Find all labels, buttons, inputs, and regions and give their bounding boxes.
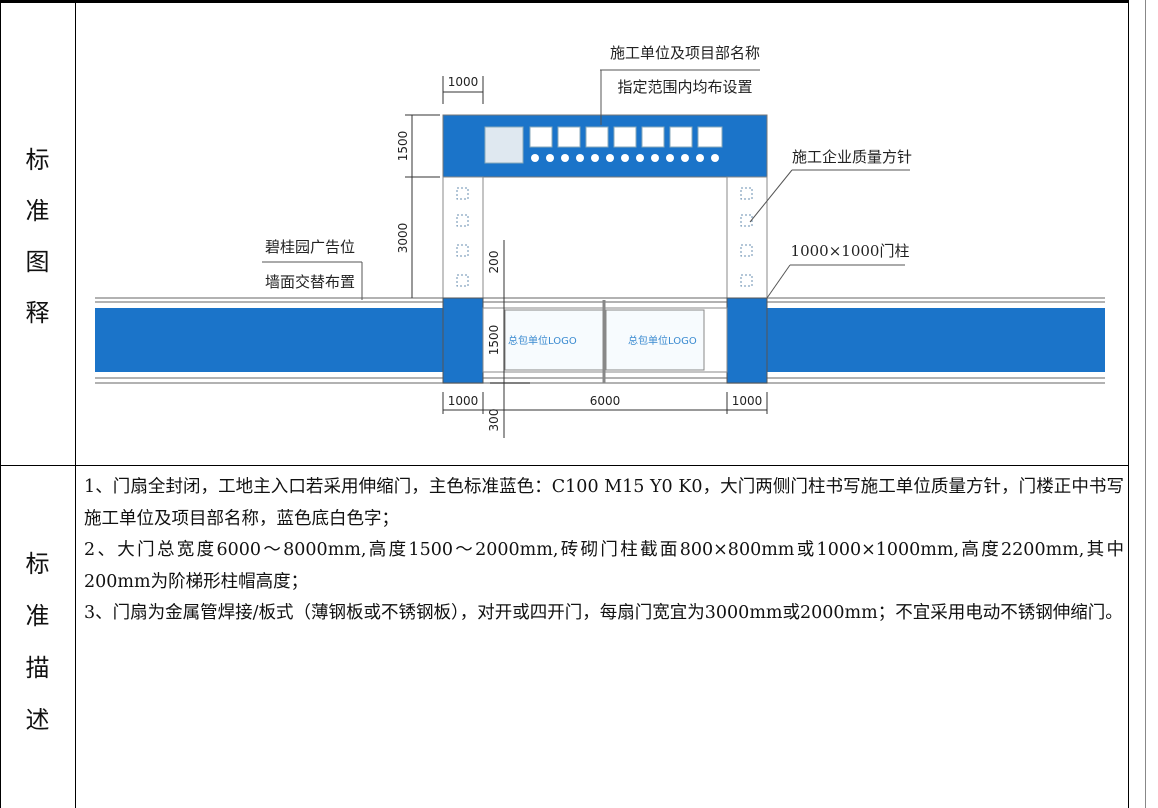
char: 准 — [25, 197, 50, 225]
description-item-2: 2、大门总宽度6000～8000mm,高度1500～2000mm,砖砌门柱截面8… — [84, 540, 1124, 592]
gate-diagram: 总包单位LOGO 总包单位LOGO 施工单位及项目部名称 指定范围内均布设置 施… — [95, 44, 1105, 438]
char: 图 — [25, 248, 50, 276]
dim-base: 300 — [487, 409, 501, 432]
label-quality-policy: 施工企业质量方针 — [792, 148, 912, 166]
wall-right — [767, 308, 1105, 372]
table-border-top — [0, 0, 1128, 3]
dim-pillar-height: 3000 — [396, 223, 410, 254]
pillar-right-lower — [726, 297, 768, 384]
char: 标 — [25, 146, 50, 174]
description-text: 1、门扇全封闭，工地主入口若采用伸缩门，主色标准蓝色：C100 M15 Y0 K… — [84, 472, 1124, 630]
page-edge — [1145, 0, 1146, 808]
wall-left — [95, 308, 443, 372]
section-label-description: 标 准 描 述 — [0, 538, 75, 746]
table-border-left — [0, 0, 1, 808]
beam-patterns — [484, 126, 723, 164]
dim-beam-height: 1500 — [396, 131, 410, 162]
table-border-right — [1128, 0, 1129, 808]
pillar-patterns — [456, 187, 753, 287]
label-ad: 碧桂园广告位 — [265, 238, 355, 256]
gate-doors — [482, 300, 728, 383]
callout-lines — [262, 69, 910, 300]
dim-cap-height: 200 — [487, 251, 501, 274]
wall-lines — [95, 297, 1105, 384]
section-label-diagram: 标 准 图 释 — [0, 135, 75, 339]
dim-gate-width: 6000 — [590, 394, 621, 408]
char: 准 — [25, 602, 50, 630]
row-divider — [0, 465, 1128, 466]
dim-gate-height: 1500 — [487, 325, 501, 356]
dimension-lines — [405, 76, 768, 438]
pillar-right-upper — [726, 176, 768, 299]
table-divider — [75, 0, 76, 808]
label-uniform: 指定范围内均布设置 — [617, 78, 752, 96]
label-company-name: 施工单位及项目部名称 — [610, 44, 760, 62]
description-item-3: 3、门扇为金属管焊接/板式（薄钢板或不锈钢板），对开或四开门，每扇门宽宜为300… — [84, 603, 1123, 623]
label-wall: 墙面交替布置 — [265, 273, 355, 291]
char: 述 — [25, 706, 50, 734]
pillar-left-lower — [442, 297, 484, 384]
label-pillar: 1000×1000门柱 — [791, 242, 910, 260]
char: 释 — [25, 299, 50, 327]
beam-dots — [531, 154, 719, 162]
description-item-1: 1、门扇全封闭，工地主入口若采用伸缩门，主色标准蓝色：C100 M15 Y0 K… — [84, 477, 1124, 529]
dim-top-width: 1000 — [448, 75, 479, 89]
char: 标 — [25, 550, 50, 578]
pillar-left-upper — [442, 176, 484, 299]
gate-logo-right: 总包单位LOGO — [628, 334, 697, 347]
dim-right-width: 1000 — [732, 394, 763, 408]
gate-logo-left: 总包单位LOGO — [508, 334, 577, 347]
dim-left-width: 1000 — [448, 394, 479, 408]
char: 描 — [25, 654, 50, 682]
